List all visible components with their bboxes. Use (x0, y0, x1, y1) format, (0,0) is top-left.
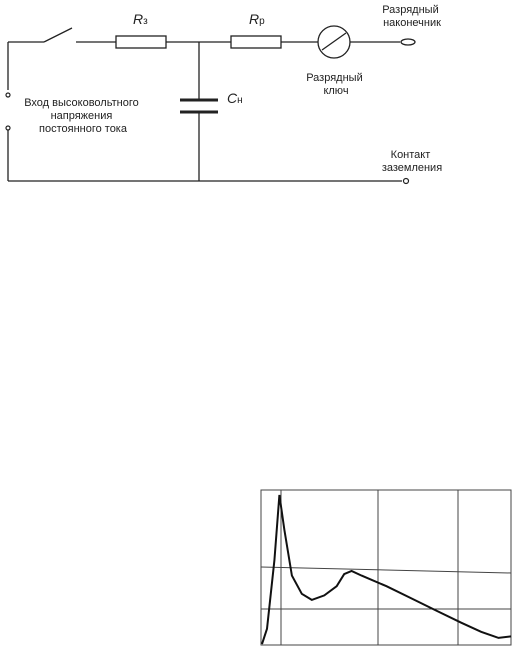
waveform-curve (261, 494, 512, 645)
circuit-diagram: Rз Rр Cн Разрядный наконечник Разрядный … (5, 4, 442, 185)
r-discharge-label: Rр (249, 11, 265, 27)
ground-contact-label: Контакт заземления (382, 149, 442, 174)
discharge-tip-label: Разрядный наконечник (382, 4, 442, 29)
discharge-switch-label: Разрядный ключ (306, 72, 366, 97)
discharge-switch-blade (321, 32, 347, 51)
resistor-discharge (230, 35, 282, 49)
r-charge-label: Rз (133, 11, 148, 27)
ground-terminal (402, 177, 410, 185)
input-switch (43, 27, 73, 43)
capacitor-label: Cн (227, 90, 243, 106)
grid-horizontal-1 (260, 566, 512, 574)
input-terminal-top (5, 92, 11, 98)
input-terminal-bottom (5, 125, 11, 131)
plot-frame (260, 489, 512, 646)
discharge-tip-terminal (400, 38, 416, 46)
resistor-charge (115, 35, 167, 49)
hv-input-label: Вход высоковольтного напряжения постоянн… (24, 97, 142, 135)
